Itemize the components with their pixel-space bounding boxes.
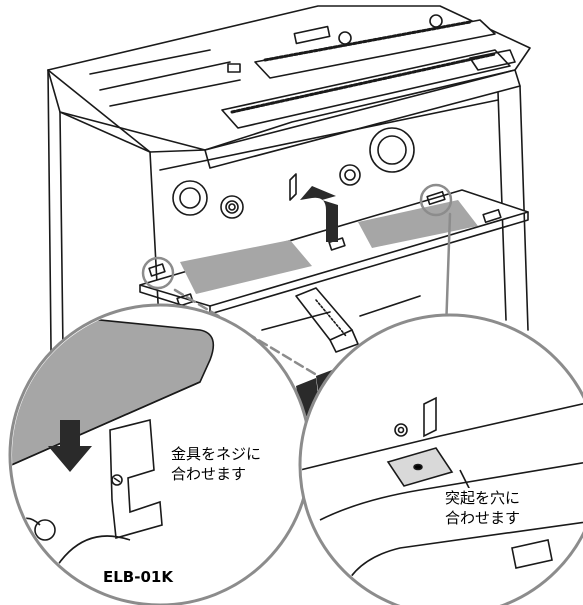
model-label: ELB-01K <box>103 568 173 586</box>
keyboard-keys <box>230 20 497 114</box>
left-callout-text: 金具をネジに 合わせます <box>170 444 263 484</box>
organ-console <box>47 5 531 169</box>
speaker-wall <box>159 99 499 219</box>
left-callout-line1: 金具をネジに <box>171 445 262 463</box>
left-callout-line2: 合わせます <box>171 465 247 483</box>
left-zoom-circle <box>8 303 312 605</box>
right-callout-line1: 突起を穴に <box>445 489 521 507</box>
rotate-arrow <box>300 186 338 242</box>
right-callout-line2: 合わせます <box>445 509 521 527</box>
right-callout-text: 突起を穴に 合わせます <box>444 488 522 528</box>
right-zoom-circle <box>298 313 583 605</box>
expression-pedal <box>261 287 421 353</box>
shelf-board <box>139 189 529 315</box>
